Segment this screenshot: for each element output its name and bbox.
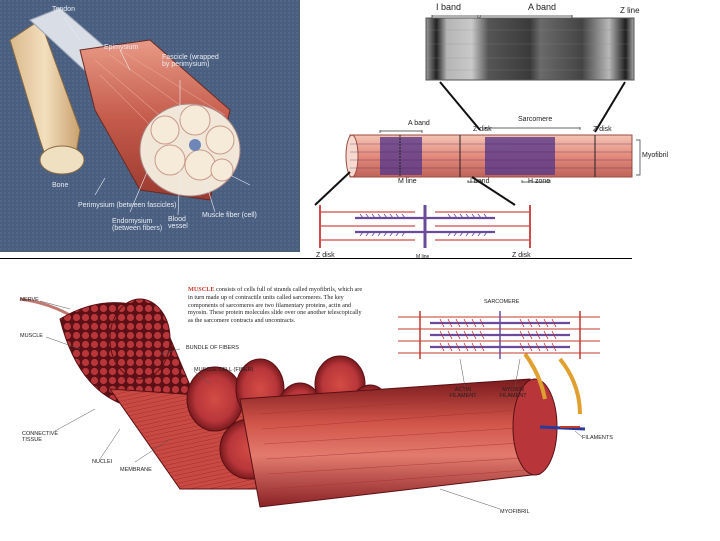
muscle-caption: MUSCLE consists of cells full of strands… <box>188 286 368 325</box>
actin-filament-label: ACTIN FILAMENT <box>449 387 477 399</box>
myofibril-sarcomere-label: Sarcomere <box>518 116 553 123</box>
sarcomere-label: SARCOMERE <box>484 299 520 305</box>
myofibril-h-zone-label: H zone <box>528 178 551 185</box>
myosin-filament-label: MYOSIN FILAMENT <box>499 387 527 399</box>
filament-z-disk-right-label: Z disk <box>512 252 531 259</box>
muscle-cell-label: MUSCLE CELL (FIBER) <box>194 367 254 373</box>
caption-highlight: MUSCLE <box>188 286 215 293</box>
myofibril-i-band-label: I band <box>470 178 490 185</box>
micrograph-a-band-label: A band <box>528 2 557 12</box>
muscle-anatomy-illustration <box>0 0 300 252</box>
sarcomere-inset <box>398 311 600 359</box>
epimysium-label: Epimysium <box>104 44 139 51</box>
micrograph-image <box>425 17 635 81</box>
filament-diagram <box>319 205 531 248</box>
membrane-label: MEMBRANE <box>120 467 152 473</box>
bone-label: Bone <box>52 182 69 189</box>
filament-m-line-label: M line <box>416 254 430 260</box>
micrograph-i-band-label: I band <box>436 2 462 12</box>
muscle-hierarchy-illustration <box>19 297 600 510</box>
muscle-fiber-label: Muscle fiber (cell) <box>202 212 257 219</box>
filament-z-disk-left-label: Z disk <box>316 252 335 259</box>
connective-tissue-label: CONNECTIVE TISSUE <box>22 431 59 443</box>
muscle-hierarchy-panel: MUSCLE consists of cells full of strands… <box>0 258 632 541</box>
sarcomere-illustration <box>314 15 641 248</box>
myofibril-m-line-label: M line <box>398 178 417 185</box>
myofibril-z-disk-left-label: Z disk <box>473 126 492 133</box>
endomysium-label: Endomysium (between fibers) <box>112 218 163 232</box>
myofibril-label: Myofibril <box>642 152 669 159</box>
nerve-label: NERVE <box>20 297 39 303</box>
myofibril-a-band-label: A band <box>408 120 430 127</box>
filaments-label: FILAMENTS <box>582 435 613 441</box>
muscle-label: MUSCLE <box>20 333 43 339</box>
myofibril-label-bottom: MYOFIBRIL <box>500 509 530 515</box>
fascicle-label: Fascicle (wrapped by perimysium) <box>162 54 219 68</box>
nuclei-label: NUCLEI <box>92 459 113 465</box>
myofibril-z-disk-right-label: Z disk <box>593 126 612 133</box>
tendon-label: Tendon <box>52 6 75 13</box>
blood-vessel-label: Blood vessel <box>168 216 188 230</box>
muscle-anatomy-panel: Tendon Epimysium Fascicle (wrapped by pe… <box>0 0 300 252</box>
sarcomere-panel: I band A band Z line A band Sarcomere Z … <box>300 0 720 265</box>
bundle-of-fibers-label: BUNDLE OF FIBERS <box>186 345 239 351</box>
micrograph-z-line-label: Z line <box>620 6 640 15</box>
perimysium-label: Perimysium (between fascicles) <box>78 202 177 209</box>
caption-text: consists of cells full of strands called… <box>188 286 363 325</box>
